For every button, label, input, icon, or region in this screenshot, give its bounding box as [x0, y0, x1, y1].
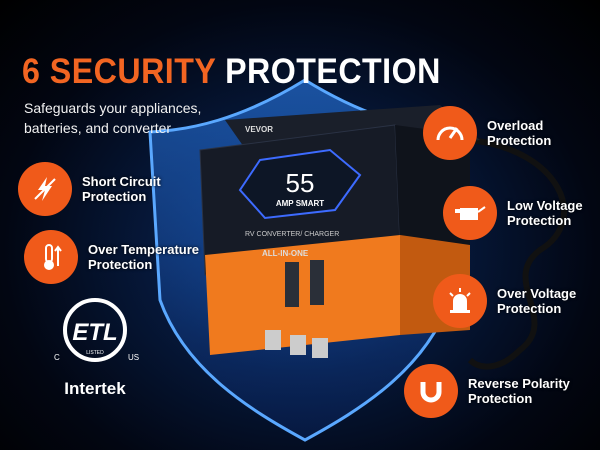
etl-logo: ETL LISTED C US [54, 298, 139, 362]
svg-text:RV CONVERTER/ CHARGER: RV CONVERTER/ CHARGER [245, 231, 339, 238]
svg-text:LISTED: LISTED [86, 350, 104, 356]
oil-can-icon [443, 186, 497, 240]
magnet-icon [404, 364, 458, 418]
subtitle: Safeguards your appliances,batteries, an… [24, 100, 202, 136]
intertek-label: Intertek [64, 379, 126, 398]
gauge-icon [423, 106, 477, 160]
svg-text:ALL-IN-ONE: ALL-IN-ONE [262, 249, 309, 258]
amp-badge [238, 148, 362, 220]
etl-certification: ETL LISTED C US Intertek [40, 290, 150, 399]
svg-text:C: C [54, 353, 60, 362]
svg-text:AMP SMART: AMP SMART [276, 199, 324, 208]
svg-text:US: US [128, 353, 139, 362]
lightning-slash-icon [18, 162, 72, 216]
power-cord [467, 137, 568, 370]
charger-orange-base [205, 235, 400, 355]
svg-text:VEVOR: VEVOR [245, 125, 273, 134]
alarm-light-icon [433, 274, 487, 328]
page-title: 6 SECURITY PROTECTION [22, 52, 441, 91]
svg-text:55: 55 [286, 168, 315, 198]
thermometer-icon [24, 230, 78, 284]
svg-text:ETL: ETL [72, 319, 117, 346]
